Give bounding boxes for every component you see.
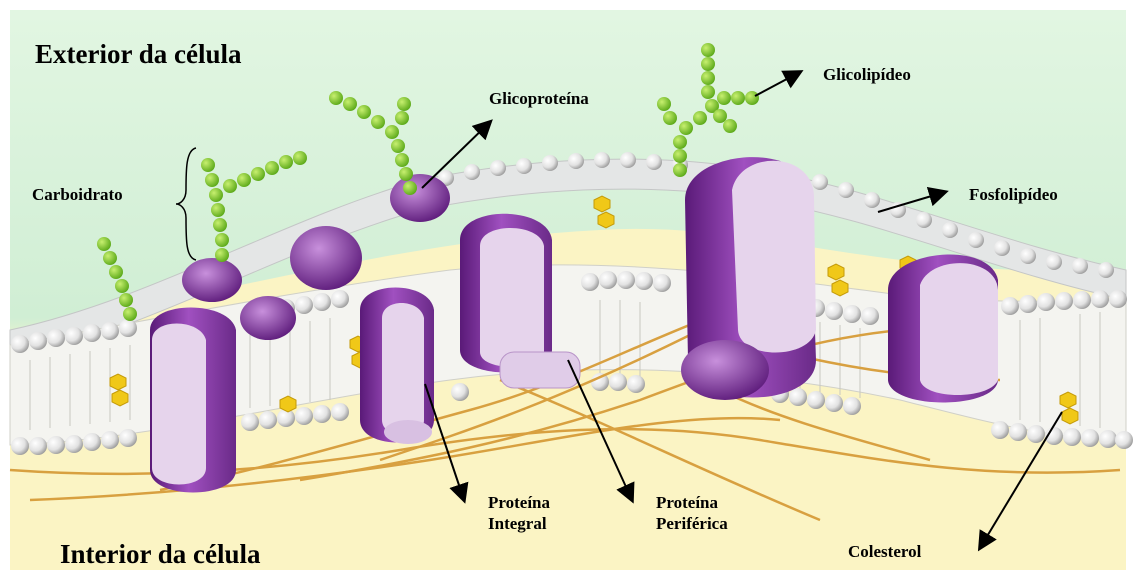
carboidrato-label: Carboidrato bbox=[32, 184, 123, 205]
proteina-integral-line-2: Integral bbox=[488, 513, 550, 534]
proteina-integral-label: Proteína Integral bbox=[488, 492, 550, 535]
interior-label: Interior da célula bbox=[60, 538, 260, 572]
glicoproteina-label: Glicoproteína bbox=[489, 88, 589, 109]
glicolipideo-label: Glicolipídeo bbox=[823, 64, 911, 85]
integral-protein-2 bbox=[360, 288, 434, 445]
proteina-periferica-line-1: Proteína bbox=[656, 492, 728, 513]
proteina-integral-line-1: Proteína bbox=[488, 492, 550, 513]
integral-protein-4 bbox=[681, 157, 816, 400]
integral-protein-5 bbox=[888, 255, 998, 403]
colesterol-label: Colesterol bbox=[848, 541, 921, 562]
proteina-periferica-line-2: Periférica bbox=[656, 513, 728, 534]
exterior-label: Exterior da célula bbox=[35, 38, 241, 72]
proteina-periferica-label: Proteína Periférica bbox=[656, 492, 728, 535]
integral-protein-1 bbox=[150, 308, 236, 493]
fosfolipideo-label: Fosfolipídeo bbox=[969, 184, 1058, 205]
